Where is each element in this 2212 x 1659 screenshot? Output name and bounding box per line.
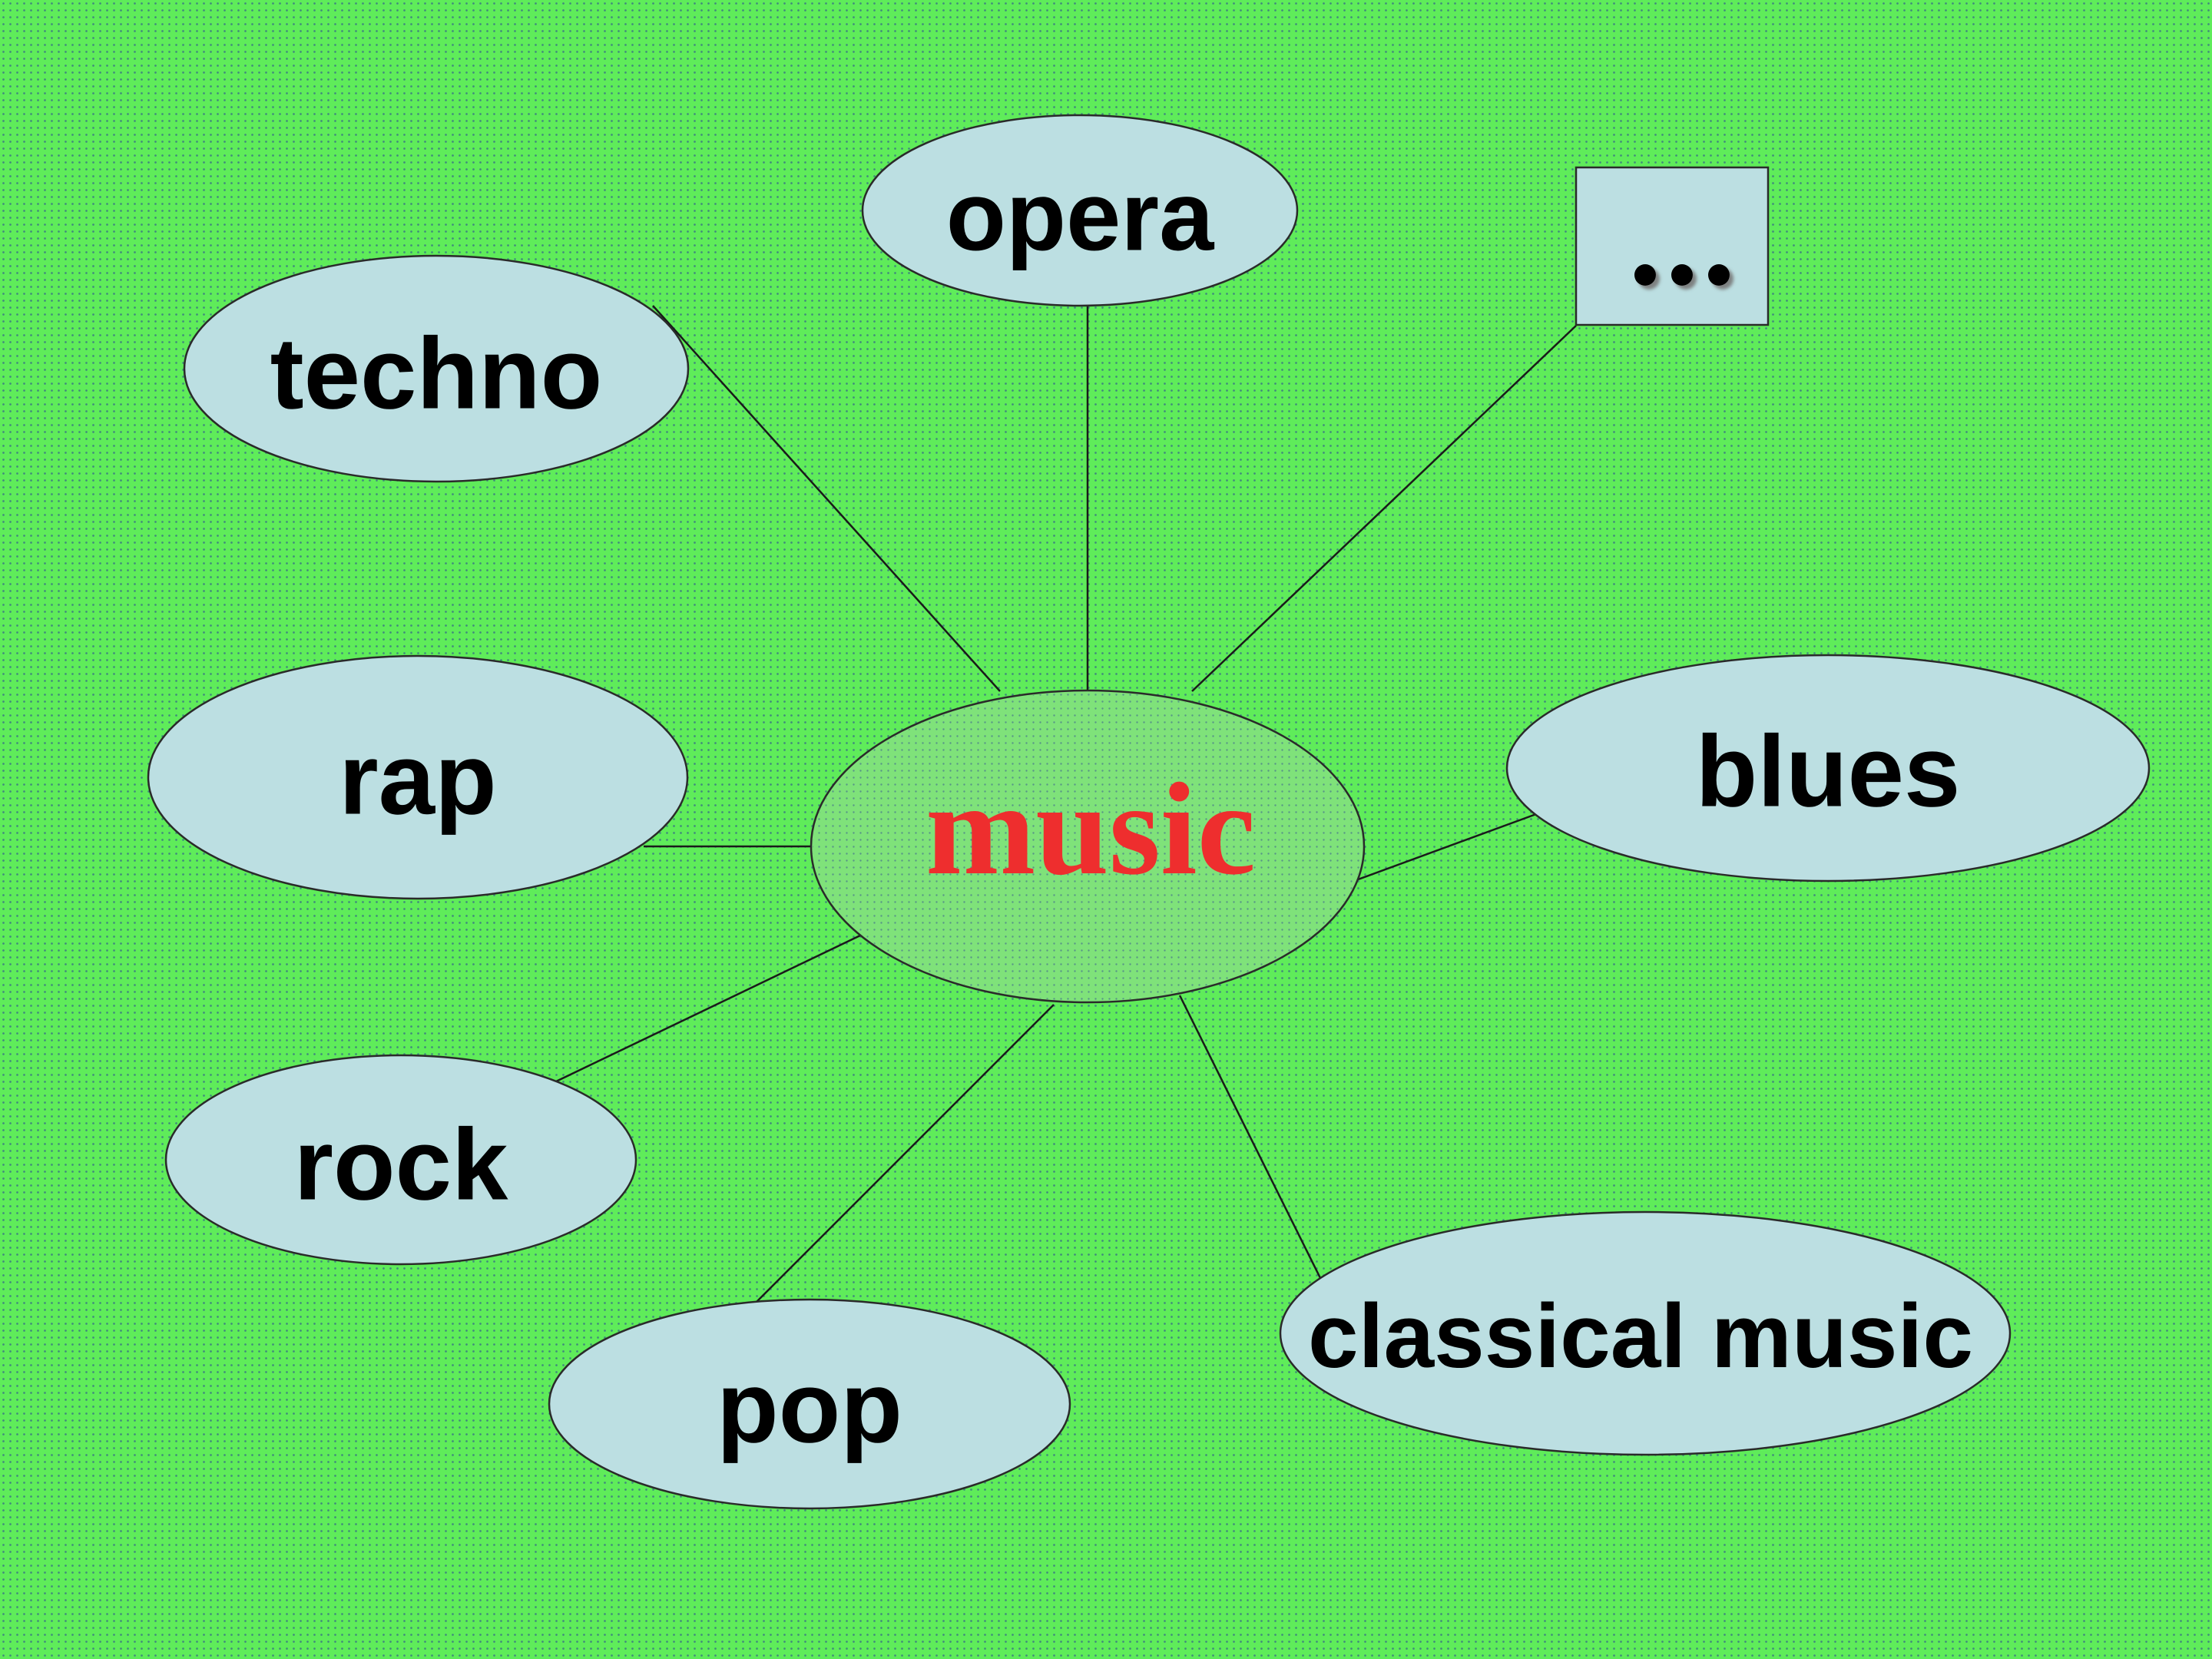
node-blues-shape: [1505, 654, 2151, 882]
edge-music-classical: [1178, 995, 1323, 1280]
node-rock-label: rock: [294, 1108, 508, 1221]
edge-music-rock: [555, 934, 861, 1083]
node-rock[interactable]: rock: [164, 1054, 637, 1266]
edge-music-more: [1191, 325, 1577, 692]
node-classical-music-shape: [1279, 1210, 2012, 1456]
edge-music-blues: [1351, 813, 1537, 883]
node-rap-shape: [147, 654, 689, 900]
node-rap-label: rap: [339, 723, 496, 836]
edge-music-pop: [756, 1004, 1055, 1303]
node-techno[interactable]: techno: [183, 254, 690, 483]
connector-lines: [555, 305, 1577, 1303]
node-pop-shape: [548, 1298, 1071, 1510]
node-blues-label: blues: [1696, 715, 1961, 828]
node-more-label: ...: [1679, 255, 1685, 263]
node-rock-shape: [164, 1054, 637, 1266]
node-techno-shape: [183, 254, 690, 483]
node-pop[interactable]: pop: [548, 1298, 1071, 1510]
node-blues[interactable]: blues: [1505, 654, 2151, 882]
node-opera-shape: [861, 114, 1299, 307]
node-pop-label: pop: [717, 1351, 902, 1464]
node-rap[interactable]: rap: [147, 654, 689, 900]
ellipsis-icon: [1634, 264, 1730, 286]
node-opera-label: opera: [946, 162, 1214, 272]
node-opera[interactable]: opera: [861, 114, 1299, 307]
node-techno-label: techno: [270, 317, 603, 430]
node-more-shape: [1575, 166, 1770, 326]
center-node-texture: [813, 692, 1363, 1001]
node-more[interactable]: ...: [1575, 166, 1770, 326]
node-classical-music[interactable]: classical music: [1279, 1210, 2012, 1456]
center-node-label: music: [926, 757, 1256, 902]
center-node[interactable]: music: [810, 689, 1366, 1004]
edge-music-techno: [652, 305, 1001, 692]
node-classical-music-label: classical music: [1308, 1286, 1973, 1387]
